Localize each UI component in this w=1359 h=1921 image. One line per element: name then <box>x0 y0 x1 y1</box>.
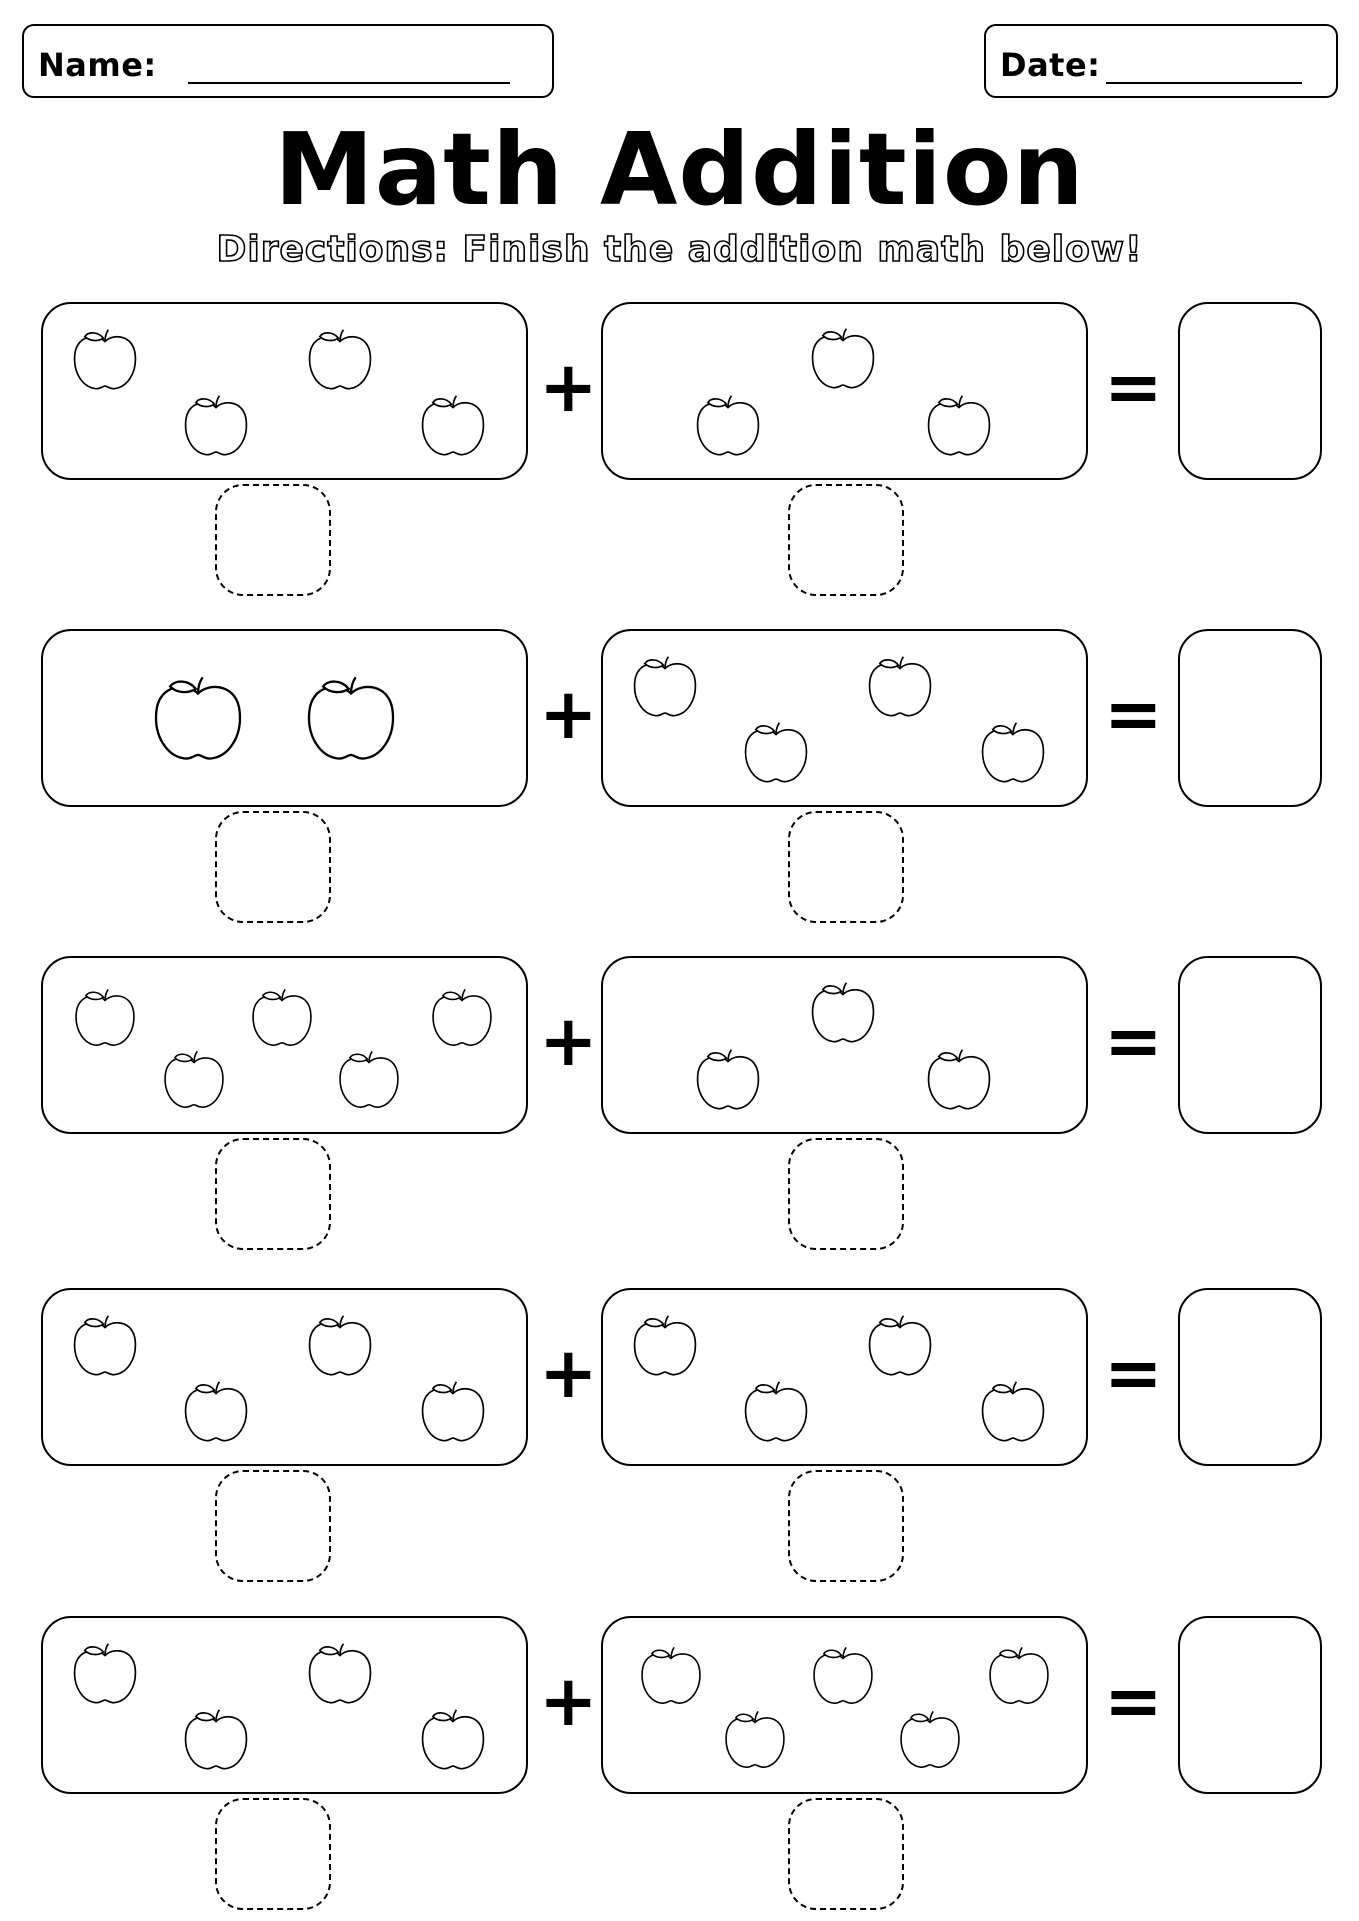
apple-icon <box>633 1315 697 1376</box>
problem-row: += <box>0 1288 1359 1588</box>
apple-icon <box>989 1646 1049 1705</box>
name-label: Name: <box>38 46 157 84</box>
name-line[interactable] <box>188 82 510 84</box>
apple-icon <box>421 395 485 456</box>
apple-icon <box>744 722 808 783</box>
plus-sign: + <box>539 1660 598 1742</box>
right-apple-group <box>601 956 1088 1134</box>
right-count-box[interactable] <box>788 1138 904 1250</box>
left-count-box[interactable] <box>215 1798 331 1910</box>
apple-icon <box>421 1709 485 1770</box>
apple-set <box>696 328 991 456</box>
right-count-box[interactable] <box>788 811 904 923</box>
equals-sign: = <box>1104 1332 1163 1414</box>
apple-icon <box>813 1646 873 1705</box>
apple-icon <box>981 722 1045 783</box>
answer-box[interactable] <box>1178 1616 1322 1794</box>
apple-icon <box>73 329 137 390</box>
left-count-box[interactable] <box>215 1138 331 1250</box>
apple-icon <box>421 1381 485 1442</box>
answer-box[interactable] <box>1178 956 1322 1134</box>
apple-icon <box>811 328 875 389</box>
apple-icon <box>868 1315 932 1376</box>
apple-icon <box>868 656 932 717</box>
problem-row: += <box>0 1616 1359 1916</box>
answer-box[interactable] <box>1178 302 1322 480</box>
apple-icon <box>641 1646 701 1705</box>
right-count-box[interactable] <box>788 1798 904 1910</box>
apple-icon <box>75 988 135 1047</box>
plus-sign: + <box>539 1000 598 1082</box>
apple-icon <box>184 1709 248 1770</box>
equals-sign: = <box>1104 673 1163 755</box>
left-apple-group <box>41 302 528 480</box>
apple-set <box>73 1643 485 1770</box>
left-apple-group <box>41 956 528 1134</box>
apple-icon <box>696 395 760 456</box>
apple-set <box>696 982 991 1110</box>
apple-set <box>75 988 492 1109</box>
apple-icon <box>900 1710 960 1769</box>
worksheet-title: Math Addition <box>274 111 1085 228</box>
equals-sign: = <box>1104 1660 1163 1742</box>
directions-text: Directions: Finish the addition math bel… <box>216 228 1143 271</box>
apple-icon <box>308 1643 372 1704</box>
apple-set <box>633 1315 1045 1442</box>
right-apple-group <box>601 1616 1088 1794</box>
apple-icon <box>339 1050 399 1109</box>
apple-set <box>633 656 1045 783</box>
left-count-box[interactable] <box>215 484 331 596</box>
date-label: Date: <box>1000 46 1101 84</box>
apple-icon <box>164 1050 224 1109</box>
problem-row: += <box>0 629 1359 929</box>
right-apple-group <box>601 302 1088 480</box>
apple-icon <box>744 1381 808 1442</box>
plus-sign: + <box>539 673 598 755</box>
apple-icon <box>308 329 372 390</box>
apple-icon <box>73 1643 137 1704</box>
apple-icon <box>308 1315 372 1376</box>
apple-icon <box>307 676 395 760</box>
apple-set <box>73 329 485 456</box>
apple-icon <box>927 1049 991 1110</box>
apple-icon <box>811 982 875 1043</box>
apple-icon <box>981 1381 1045 1442</box>
apple-icon <box>927 395 991 456</box>
name-field[interactable]: Name: <box>22 24 554 98</box>
plus-sign: + <box>539 346 598 428</box>
apple-icon <box>184 1381 248 1442</box>
apple-icon <box>696 1049 760 1110</box>
left-apple-group <box>41 1616 528 1794</box>
apple-set <box>73 1315 485 1442</box>
right-apple-group <box>601 1288 1088 1466</box>
date-line[interactable] <box>1106 82 1302 84</box>
apple-icon <box>154 676 242 760</box>
apple-icon <box>73 1315 137 1376</box>
right-count-box[interactable] <box>788 1470 904 1582</box>
answer-box[interactable] <box>1178 1288 1322 1466</box>
apple-icon <box>633 656 697 717</box>
apple-icon <box>725 1710 785 1769</box>
right-count-box[interactable] <box>788 484 904 596</box>
apple-icon <box>432 988 492 1047</box>
equals-sign: = <box>1104 346 1163 428</box>
left-apple-group <box>41 629 528 807</box>
apple-set <box>154 676 395 760</box>
apple-icon <box>184 395 248 456</box>
plus-sign: + <box>539 1332 598 1414</box>
problem-row: += <box>0 956 1359 1256</box>
apple-set <box>641 1646 1049 1769</box>
left-count-box[interactable] <box>215 811 331 923</box>
problem-row: += <box>0 302 1359 602</box>
left-apple-group <box>41 1288 528 1466</box>
equals-sign: = <box>1104 1000 1163 1082</box>
apple-icon <box>252 988 312 1047</box>
left-count-box[interactable] <box>215 1470 331 1582</box>
right-apple-group <box>601 629 1088 807</box>
date-field[interactable]: Date: <box>984 24 1338 98</box>
answer-box[interactable] <box>1178 629 1322 807</box>
